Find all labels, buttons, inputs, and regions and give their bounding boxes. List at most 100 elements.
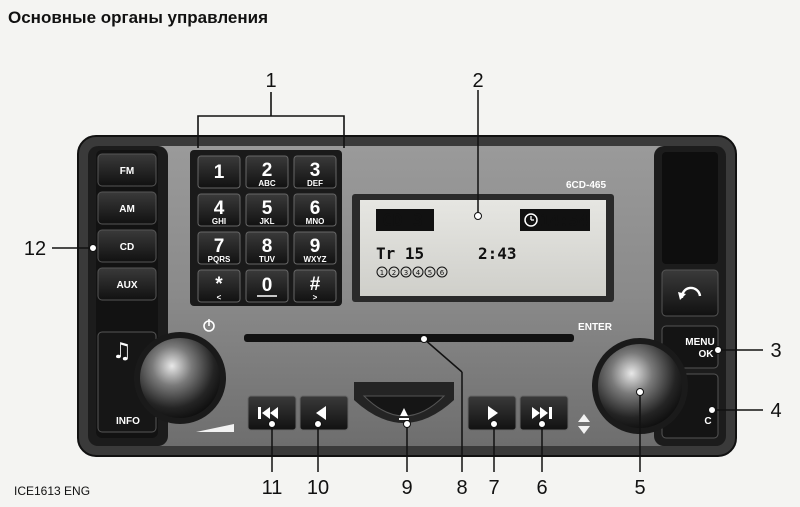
callout-5: 5 [634, 477, 645, 499]
source-button-cd[interactable]: CD [97, 229, 157, 263]
keypad-key-1[interactable]: 1 [197, 155, 241, 189]
disc-indicator: 2 [392, 269, 396, 277]
back-button[interactable] [661, 269, 719, 317]
up-down-arrows-icon [578, 414, 590, 434]
keypad-key-4[interactable]: 4 GHI [197, 193, 241, 227]
keypad-key-0[interactable]: 0 [245, 269, 289, 303]
disc-indicator: 5 [428, 269, 432, 277]
key-digit: 6 [310, 198, 321, 219]
keypad-key-5[interactable]: 5 JKL [245, 193, 289, 227]
source-button-aux[interactable]: AUX [97, 267, 157, 301]
menu-label: MENU [685, 337, 714, 348]
lcd-clock-box [520, 209, 590, 231]
key-letters: JKL [259, 217, 274, 226]
forward-icon [488, 406, 498, 420]
key-digit: # [310, 274, 321, 295]
cd-slot[interactable] [244, 334, 574, 342]
callout-6: 6 [536, 477, 547, 499]
keypad-key-8[interactable]: 8 TUV [245, 231, 289, 265]
key-digit: 3 [310, 160, 321, 181]
disc-indicator: 6 [440, 269, 445, 277]
key-letters: DEF [307, 179, 323, 188]
key-digit: 7 [214, 236, 225, 257]
keypad-panel [190, 150, 342, 306]
enter-label: ENTER [578, 322, 613, 333]
previous-track-icon [262, 407, 270, 419]
keypad-key-star[interactable]: * < [197, 269, 241, 303]
key-digit: 0 [262, 275, 273, 296]
source-label-am: AM [119, 204, 135, 215]
key-digit: 5 [262, 198, 273, 219]
disc-indicator: 1 [380, 269, 384, 277]
previous-track-button[interactable] [247, 395, 297, 431]
next-track-button[interactable] [519, 395, 569, 431]
lcd-source: CD 3 [382, 211, 423, 231]
source-button-fm[interactable]: FM [97, 153, 157, 187]
next-track-icon [532, 407, 540, 419]
key-letters: GHI [212, 217, 226, 226]
right-column-upper [662, 152, 718, 264]
eject-button[interactable] [362, 395, 446, 420]
key-digit: 2 [262, 160, 273, 181]
source-label-aux: AUX [116, 280, 137, 291]
callout-3: 3 [770, 340, 781, 362]
key-letters: ABC [258, 179, 276, 188]
key-digit: 4 [214, 198, 225, 219]
back-arrowhead-icon [678, 292, 686, 300]
key-letters: > [313, 293, 318, 302]
eject-icon [400, 408, 408, 416]
lcd-disc-indicators: 1 2 3 4 5 6 [376, 266, 448, 278]
key-digit: 9 [310, 236, 321, 257]
page-title: Основные органы управления [8, 8, 269, 27]
key-letters: < [217, 293, 222, 302]
keypad-key-2[interactable]: 2 ABC [245, 155, 289, 189]
key-digit: 1 [214, 162, 225, 183]
keypad-key-7[interactable]: 7 PQRS [197, 231, 241, 265]
lcd-source-box [376, 209, 434, 231]
volume-knob[interactable] [134, 332, 226, 424]
source-label-fm: FM [120, 166, 134, 177]
key-digit: * [215, 274, 223, 295]
power-icon [203, 319, 215, 332]
disc-indicator: 4 [416, 269, 421, 277]
callout-9: 9 [401, 477, 412, 499]
select-knob[interactable] [592, 338, 688, 434]
key-letters: PQRS [208, 255, 231, 264]
callout-4: 4 [770, 400, 781, 422]
keypad-key-6[interactable]: 6 MNO [293, 193, 337, 227]
keypad-key-3[interactable]: 3 DEF [293, 155, 337, 189]
keypad-bracket [197, 92, 345, 148]
lcd-track: Tr 15 [376, 244, 424, 263]
lcd-display: CD 3 14:54 Tr 15 2:43 1 2 3 4 5 6 [352, 194, 614, 302]
keypad-key-hash[interactable]: # > [293, 269, 337, 303]
ok-label: OK [699, 349, 715, 360]
leader-dots [89, 212, 722, 428]
disc-indicator: 3 [404, 269, 408, 277]
figure-code: ICE1613 ENG [14, 484, 91, 498]
keypad-key-9[interactable]: 9 WXYZ [293, 231, 337, 265]
model-label: 6CD-465 [566, 180, 606, 191]
play-forward-button[interactable] [467, 395, 517, 431]
source-label-cd: CD [120, 242, 134, 253]
leader-lines [52, 90, 763, 472]
volume-indicator-icon [196, 424, 234, 432]
callout-2: 2 [472, 70, 483, 92]
lcd-clock: 14:54 [540, 211, 588, 230]
rewind-icon [316, 406, 326, 420]
source-button-am[interactable]: AM [97, 191, 157, 225]
callout-7: 7 [488, 477, 499, 499]
callout-1: 1 [265, 70, 276, 92]
music-note-icon: ♫ [112, 339, 132, 364]
callout-8: 8 [456, 477, 467, 499]
info-label: INFO [116, 416, 140, 427]
key-letters: TUV [259, 255, 276, 264]
callout-10: 10 [307, 477, 329, 499]
key-letters: WXYZ [303, 255, 326, 264]
callout-11: 11 [262, 477, 283, 499]
rewind-button[interactable] [299, 395, 349, 431]
key-letters: MNO [306, 217, 325, 226]
callout-12: 12 [24, 238, 46, 260]
clear-label: C [704, 416, 711, 427]
key-digit: 8 [262, 236, 273, 257]
